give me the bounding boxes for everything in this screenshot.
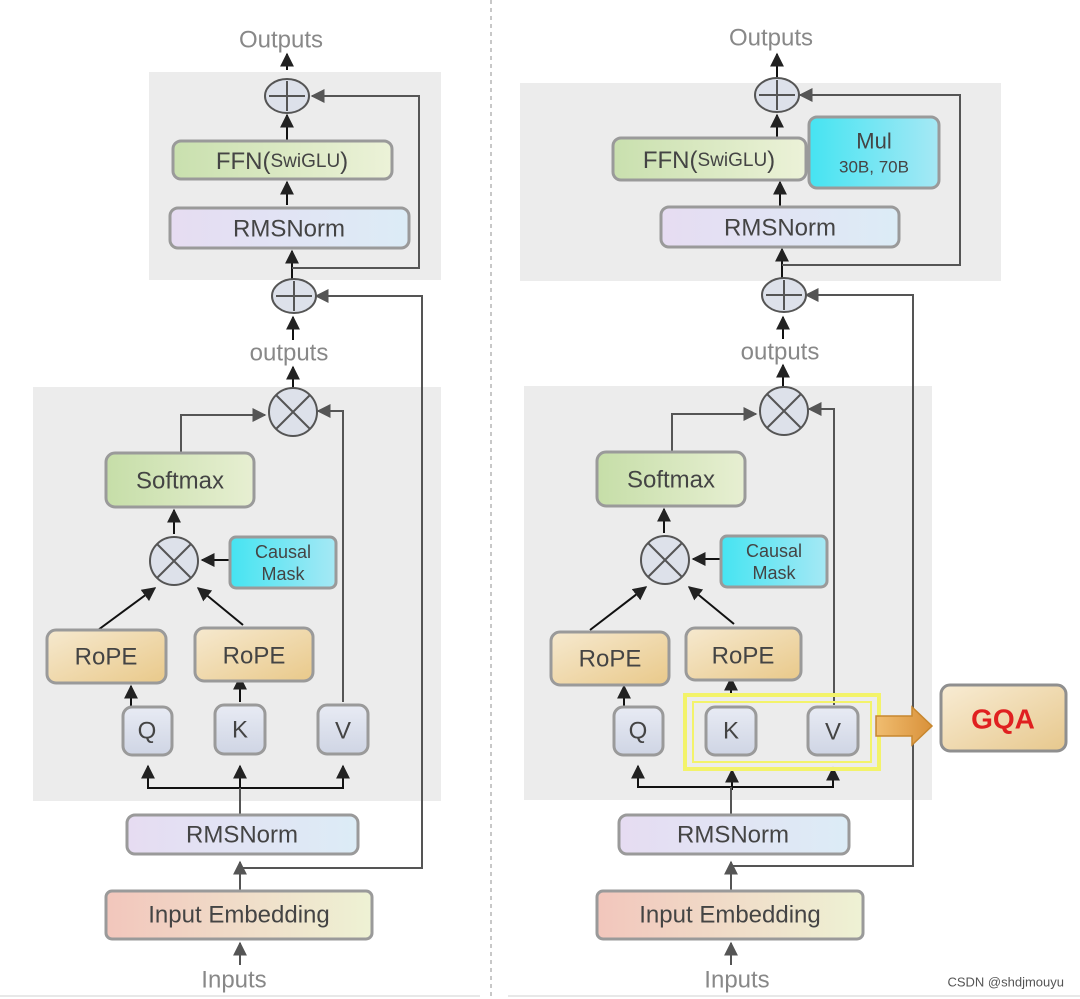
svg-text:FFN(SwiGLU): FFN(SwiGLU): [216, 148, 348, 175]
left-rope-q-label: RoPE: [75, 644, 138, 671]
left-input-embedding-label: Input Embedding: [148, 902, 329, 929]
right-mul-sizes: 30B, 70B: [839, 158, 909, 177]
left-q-label: Q: [138, 718, 157, 745]
left-input-embedding-block: Input Embedding: [104, 889, 374, 941]
right-outputs-mid-label: outputs: [741, 339, 820, 366]
right-rope-k-label: RoPE: [712, 643, 775, 670]
left-add-mid-icon: [271, 278, 317, 314]
left-rope-q-block: RoPE: [45, 628, 168, 685]
left-v-label: V: [335, 718, 351, 745]
right-rmsnorm-bottom-block: RMSNorm: [617, 813, 851, 856]
right-v-block: V: [806, 705, 860, 757]
right-input-embedding-label: Input Embedding: [639, 902, 820, 929]
left-q-block: Q: [121, 705, 174, 757]
right-ffn-sub: SwiGLU: [697, 150, 767, 171]
right-add-mid-icon: [761, 277, 807, 313]
left-rmsnorm-bottom-label: RMSNorm: [186, 822, 298, 849]
left-causal-label-1: Causal: [255, 542, 311, 562]
right-ffn-close: ): [767, 147, 775, 174]
left-k-block: K: [213, 703, 267, 756]
left-causal-mask-block: Causal Mask: [228, 535, 338, 590]
right-k-block: K: [704, 705, 758, 757]
left-outputs-mid-label: outputs: [250, 340, 329, 367]
left-outputs-top-label: Outputs: [239, 27, 323, 54]
left-rope-k-block: RoPE: [193, 626, 315, 683]
right-causal-label-2: Mask: [752, 563, 796, 583]
left-v-block: V: [316, 703, 370, 756]
left-ffn-close: ): [340, 148, 348, 175]
right-k-label: K: [723, 718, 739, 745]
left-softmax-label: Softmax: [136, 468, 224, 495]
left-add-top-icon: [264, 78, 310, 114]
right-mul-block: Mul 30B, 70B: [807, 115, 941, 190]
left-rmsnorm-bottom-block: RMSNorm: [125, 813, 360, 856]
left-diagram: Outputs outputs Inputs FFN(SwiGLU): [33, 27, 441, 994]
right-outputs-top-label: Outputs: [729, 25, 813, 52]
right-ffn-block: FFN(SwiGLU): [611, 136, 808, 182]
svg-text:FFN(SwiGLU): FFN(SwiGLU): [643, 147, 775, 174]
right-add-top-icon: [754, 77, 800, 113]
right-rmsnorm-top-block: RMSNorm: [659, 205, 901, 249]
left-ffn-main: FFN(: [216, 148, 271, 175]
right-softmax-label: Softmax: [627, 467, 715, 494]
right-mul-label: Mul: [856, 129, 891, 154]
right-input-embedding-block: Input Embedding: [595, 889, 865, 941]
right-rope-q-label: RoPE: [579, 646, 642, 673]
right-rope-q-block: RoPE: [549, 630, 671, 687]
right-inputs-label: Inputs: [704, 967, 769, 994]
watermark-text: CSDN @shdjmouyu: [947, 975, 1064, 990]
right-v-label: V: [825, 719, 841, 746]
left-ffn-block: FFN(SwiGLU): [171, 139, 394, 181]
right-causal-mask-block: Causal Mask: [719, 534, 829, 589]
left-k-label: K: [232, 717, 248, 744]
right-rmsnorm-bottom-label: RMSNorm: [677, 822, 789, 849]
left-rmsnorm-top-block: RMSNorm: [168, 206, 411, 250]
left-rmsnorm-top-label: RMSNorm: [233, 216, 345, 243]
right-gqa-arrow-icon: [875, 705, 934, 747]
right-q-block: Q: [612, 705, 665, 757]
right-rope-k-block: RoPE: [684, 626, 803, 682]
left-matmul-top-icon: [268, 387, 318, 437]
left-matmul-attn-icon: [149, 536, 199, 586]
right-gqa-block: GQA: [939, 683, 1068, 753]
right-rmsnorm-top-label: RMSNorm: [724, 215, 836, 242]
right-causal-label-1: Causal: [746, 541, 802, 561]
left-rope-k-label: RoPE: [223, 643, 286, 670]
left-causal-label-2: Mask: [261, 564, 305, 584]
right-diagram: Outputs outputs Inputs FFN(SwiGLU): [520, 25, 1068, 994]
right-gqa-highlight-inner: [692, 701, 872, 763]
right-gqa-label: GQA: [971, 704, 1035, 735]
left-ffn-sub: SwiGLU: [270, 151, 340, 172]
right-q-label: Q: [629, 718, 648, 745]
left-softmax-block: Softmax: [104, 451, 256, 509]
left-inputs-label: Inputs: [201, 967, 266, 994]
right-matmul-attn-icon: [640, 535, 690, 585]
right-ffn-main: FFN(: [643, 147, 698, 174]
right-matmul-top-icon: [759, 386, 809, 436]
right-softmax-block: Softmax: [595, 450, 747, 508]
